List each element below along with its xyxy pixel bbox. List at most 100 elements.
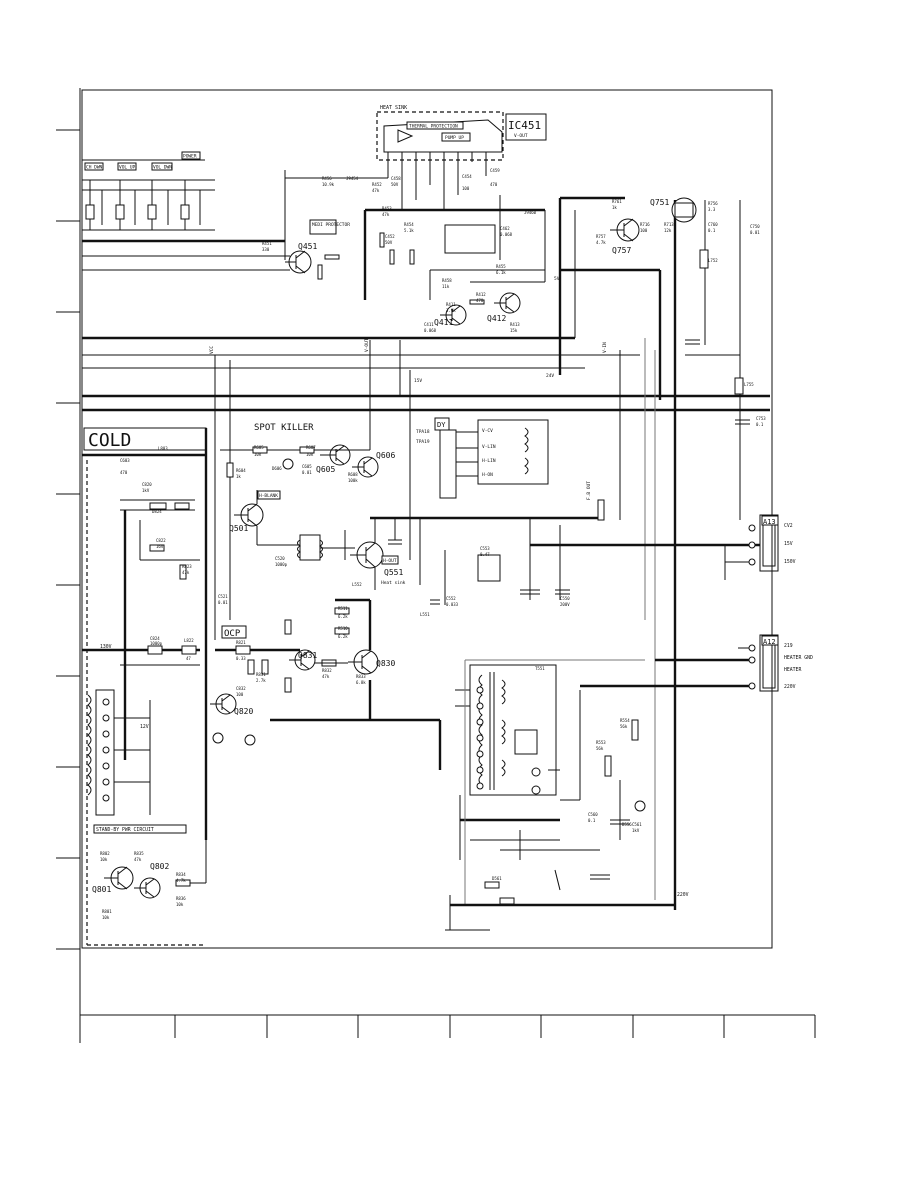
ref-l752: L752 [708,258,718,263]
q801-label: Q801 [92,885,111,894]
val-r821: 0.33 [236,656,246,661]
ref-r832: R832 [322,668,332,673]
ref-d606: D606 [272,466,282,471]
ref-r451: R451 [262,241,272,246]
val-r831: 2.7k [256,678,266,683]
ref-l803: L803 [158,446,168,451]
vol-up-label: VOL UP [119,165,136,171]
val-r802: 10k [100,857,108,862]
ref-r761: R761 [612,199,622,204]
ref-c550: C550 [560,596,570,601]
val-c552: 0.033 [446,602,459,607]
val-r832: 47k [322,674,330,679]
dy-pin-4: H-ON [482,472,493,478]
pump-up-label: PUMP UP [445,135,464,141]
ref-r716: R716 [640,222,650,227]
connector-a13: A13 CV2 15V 150V [725,514,796,572]
ref-r411: R411 [446,302,456,307]
ic451-block: HEAT SINK THERMAL PROTECTION PUMP UP IC4… [376,105,547,162]
val-r458: 11k [442,284,450,289]
val-c820: 1kV [142,488,150,493]
cold-title: COLD [88,430,131,451]
ref-r756: R756 [708,201,718,206]
val-c605: 0.01 [302,470,312,475]
q605-label: Q605 [316,465,335,474]
ref-l552: L552 [352,582,362,587]
drawing-frame [56,88,816,1043]
connector-a12: A12 219 HEATER GND HEATER 220V [580,634,813,692]
vertical-deflection: Q451 MEDI PROTECTOR Q411 Q412 [285,219,521,327]
ref-c411: C411 [424,322,434,327]
a13-pin-1: CV2 [784,523,793,529]
ch-dwn-label: CH DWN [86,165,103,171]
val-r554: 56k [620,724,628,729]
val-c561: 1kV [632,828,640,833]
ref-c750: C750 [750,224,760,229]
ref-c820: C820 [142,482,152,487]
val-c520: 1000p [275,562,288,567]
q551-label: Q551 [384,568,403,577]
val-r836: 10k [176,902,184,907]
ref-r455: R455 [496,264,506,269]
h-blank-label: H-BLANK [259,493,278,499]
vout-label: V-OUT [364,338,370,352]
ref-r413: R413 [510,322,520,327]
val-r453: 47k [382,212,390,217]
v130-label: 130V [100,644,112,650]
dy-pin-3: H-LIN [482,458,496,464]
val-r454: 5.1k [404,228,414,233]
a12-pin-4: 220V [784,684,796,690]
val-r607: 10k [306,452,314,457]
wiring [82,162,770,910]
val-r756: 3.3 [708,207,716,212]
ref-r453: R453 [382,206,392,211]
ref-r511: R511 [338,606,348,611]
heat-sink2-label: Heat sink [381,580,406,586]
net-labels: VCC V-OUT V-IN 24V 15V 130V 12V 220V F.B… [100,276,689,898]
val-l822: 47 [186,656,191,661]
vcc-label: VCC [209,346,215,354]
ref-c521: C521 [218,594,228,599]
ref-r821: R821 [236,640,246,645]
val-c760: 0.1 [708,228,716,233]
ref-r823: R823 [182,564,192,569]
ocp-title: OCP [224,629,241,639]
val-r412: 470 [476,298,484,303]
v12-label: 12V [140,724,149,730]
ref-c452: C452 [385,234,395,239]
val-c458: 50V [391,182,399,187]
spot-killer-title: SPOT KILLER [254,423,314,433]
dy-title: DY [437,421,446,429]
val-r713: 12k [664,228,672,233]
ref-r836: R836 [176,896,186,901]
a12-pin-1: 219 [784,643,793,649]
val-r456: 10.9k [322,182,335,187]
v5-label: 5V [554,276,560,282]
flyback-transformer [438,659,675,931]
q830-label: Q830 [376,659,395,668]
ref-c459: C459 [490,168,500,173]
ref-c603: C603 [120,458,130,463]
a12-pin-2: HEATER GND [784,655,813,661]
val-c822: 16V [156,544,164,549]
ocp-section: OCP Q831 Q830 Q820 [210,598,440,746]
v220-label: 220V [677,892,689,898]
ref-r713: R713 [664,222,674,227]
ref-c553: C553 [480,546,490,551]
thermal-protection-label: THERMAL PROTECTION [409,124,458,130]
ref-r454: R454 [404,222,414,227]
ref-r833: R833 [356,674,366,679]
q831-label: Q831 [298,651,317,660]
standby-circuit-label: STAND-BY PWR CIRCUIT [96,827,154,833]
v24-label: 24V [546,373,554,379]
ref-c824: C824 [150,636,160,641]
val-r608: 100k [348,478,358,483]
ref-c605: C605 [302,464,312,469]
val-c550: 200V [560,602,570,607]
val-c753: 0.1 [756,422,764,427]
val-c824: 1000p [150,641,163,646]
val-c454: 100 [462,186,470,191]
ref-r554: R554 [620,718,630,723]
val-r411: 3.9k [446,308,456,313]
